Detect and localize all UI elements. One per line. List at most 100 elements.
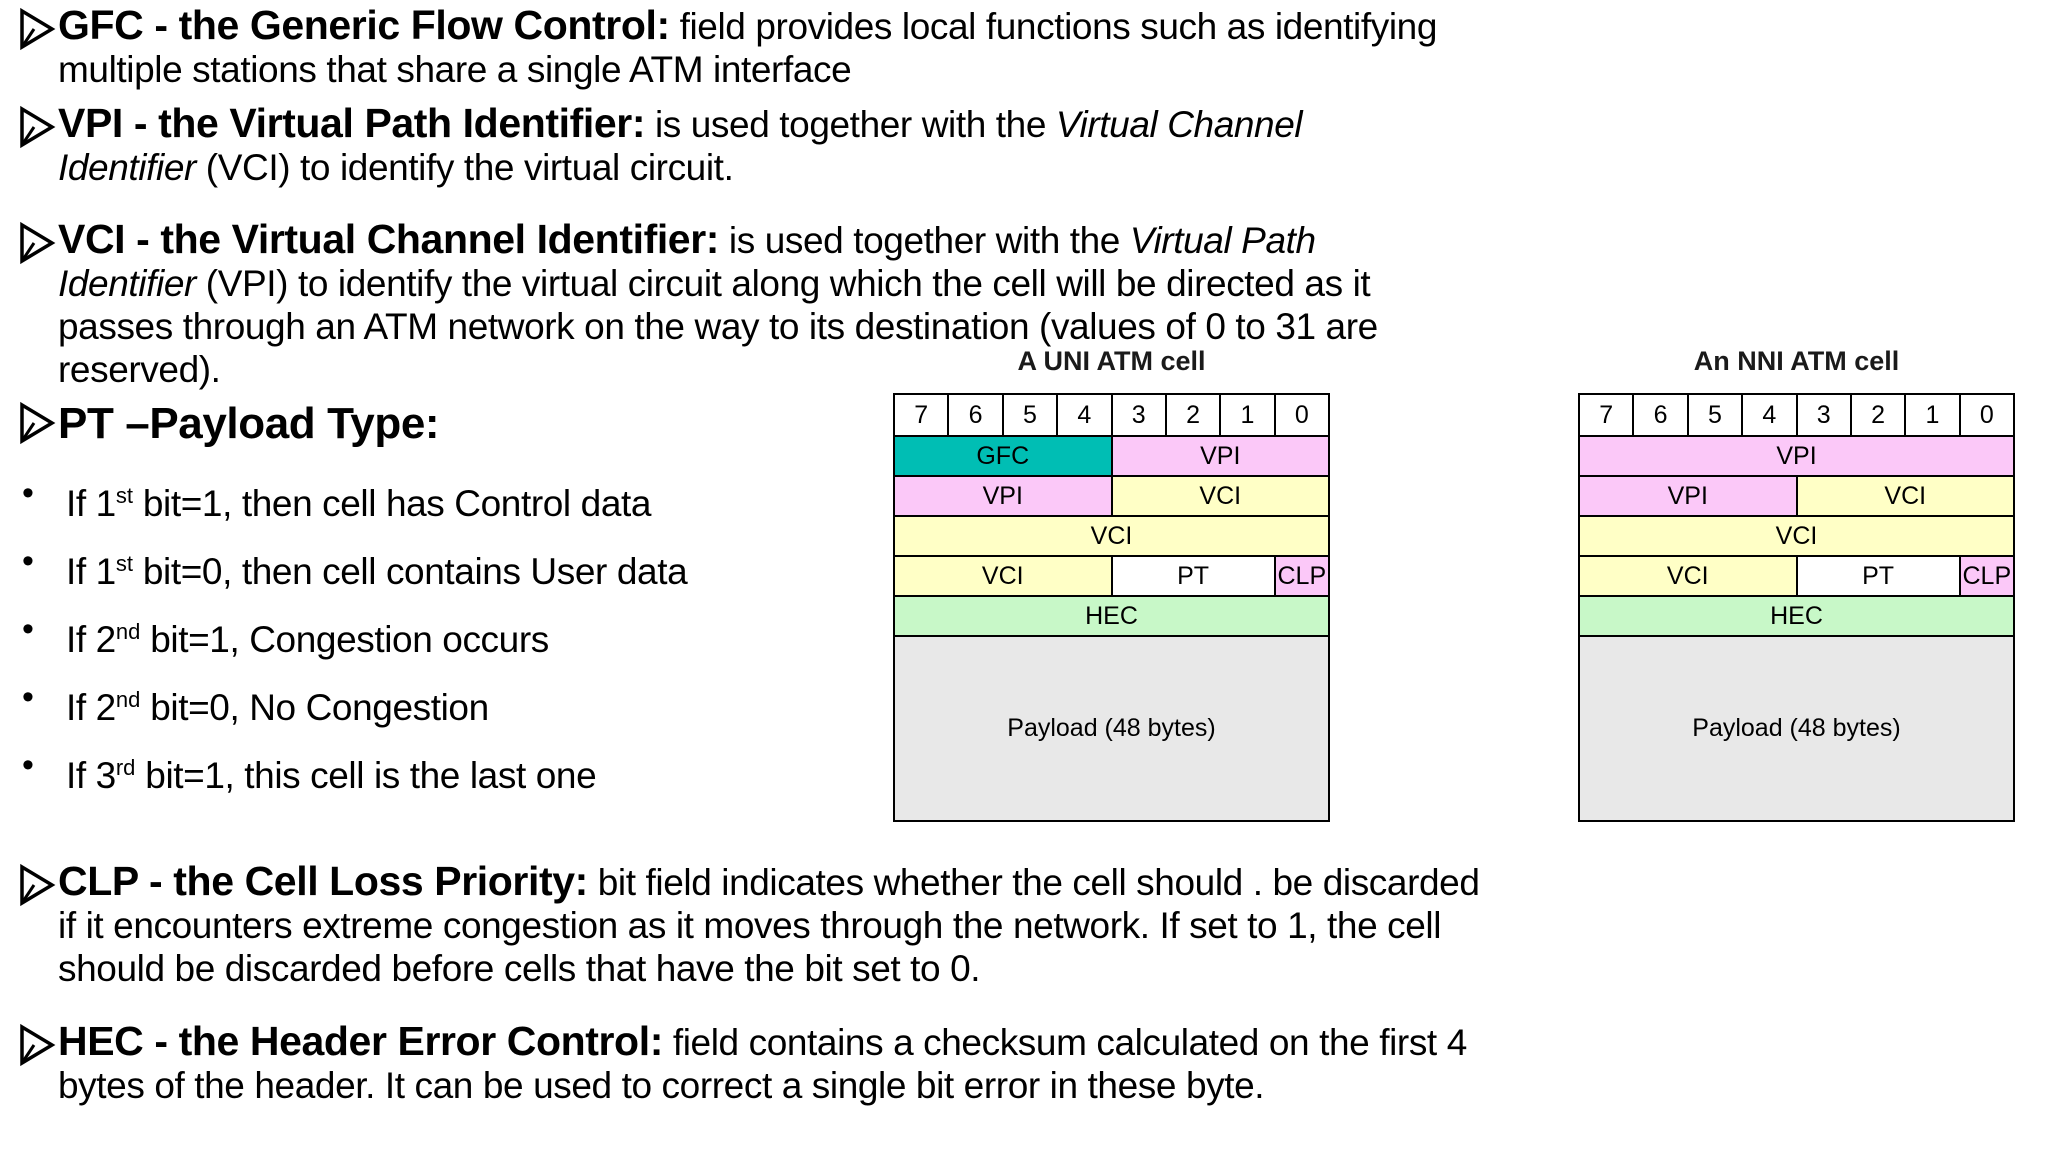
text-segment: bit field indicates whether the cell sho… bbox=[587, 862, 1480, 903]
field-cell: VPI bbox=[1578, 435, 2015, 477]
bullet-clp: CLP - the Cell Loss Priority: bit field … bbox=[18, 860, 1480, 990]
text-segment: (VCI) to identify the virtual circuit. bbox=[195, 147, 734, 188]
dot-bullet-icon: • bbox=[22, 746, 34, 784]
bullet-hec: HEC - the Header Error Control: field co… bbox=[18, 1020, 1467, 1107]
field-cell: PT bbox=[1795, 555, 1961, 597]
text-segment: if it encounters extreme congestion as i… bbox=[58, 905, 1442, 946]
text-line: VCI - the Virtual Channel Identifier: is… bbox=[58, 218, 1378, 262]
ordinal-superscript: rd bbox=[115, 755, 136, 780]
field-cell: HEC bbox=[1578, 595, 2015, 637]
text-segment: GFC - the Generic Flow Control: bbox=[58, 2, 670, 48]
bit-number-cell: 4 bbox=[1056, 393, 1113, 437]
field-row: VPI bbox=[1578, 435, 2015, 477]
ordinal-superscript: st bbox=[115, 483, 133, 508]
dot-bullet-icon: • bbox=[22, 542, 34, 580]
text-segment: If 2 bbox=[66, 687, 116, 728]
text-segment: multiple stations that share a single AT… bbox=[58, 49, 852, 90]
text-segment: bytes of the header. It can be used to c… bbox=[58, 1065, 1265, 1106]
text-segment: Virtual Channel bbox=[1055, 104, 1303, 145]
arrow-bullet-icon bbox=[18, 7, 58, 56]
text-segment: VPI - the Virtual Path Identifier: bbox=[58, 100, 646, 146]
field-cell: VCI bbox=[893, 515, 1330, 557]
text-line: Identifier (VCI) to identify the virtual… bbox=[58, 146, 1302, 189]
paragraph-lines: VCI - the Virtual Channel Identifier: is… bbox=[58, 218, 1378, 391]
field-cell: VPI bbox=[893, 475, 1113, 517]
field-cell: VCI bbox=[1578, 555, 1798, 597]
field-cell: HEC bbox=[893, 595, 1330, 637]
ordinal-superscript: nd bbox=[115, 619, 141, 644]
bit-number-cell: 3 bbox=[1110, 393, 1167, 437]
pt-list-item: • If 2nd bit=1, Congestion occurs bbox=[20, 610, 687, 678]
text-segment: bit=1, Congestion occurs bbox=[140, 619, 549, 660]
text-line: VPI - the Virtual Path Identifier: is us… bbox=[58, 100, 1303, 146]
text-segment: reserved). bbox=[58, 349, 221, 390]
diagram-title: An NNI ATM cell bbox=[1693, 346, 1900, 376]
field-cell: CLP bbox=[1273, 555, 1331, 597]
field-row: Payload (48 bytes) bbox=[1578, 635, 2015, 822]
bullet-vci: VCI - the Virtual Channel Identifier: is… bbox=[18, 218, 1378, 391]
text-line: reserved). bbox=[58, 348, 1378, 391]
diagram-title: A UNI ATM cell bbox=[1017, 346, 1206, 376]
arrow-bullet-icon bbox=[18, 863, 58, 912]
text-segment: If 2 bbox=[66, 619, 116, 660]
text-segment: field contains a checksum calculated on … bbox=[662, 1022, 1467, 1063]
bullet-pt-heading: PT –Payload Type: bbox=[18, 398, 440, 452]
field-cell: VCI bbox=[1110, 475, 1330, 517]
text-line: Identifier (VPI) to identify the virtual… bbox=[58, 262, 1378, 305]
pt-list-item: •If 3rd bit=1, this cell is the last one bbox=[20, 746, 687, 814]
text-segment: HEC - the Header Error Control: bbox=[58, 1018, 663, 1064]
text-line: multiple stations that share a single AT… bbox=[58, 48, 1437, 91]
text-segment: If 1 bbox=[66, 483, 116, 524]
arrow-bullet-icon bbox=[18, 221, 58, 270]
text-segment: bit=1, then cell has Control data bbox=[132, 483, 652, 524]
pt-bullet-list: •If 1st bit=1, then cell has Control dat… bbox=[20, 474, 688, 814]
text-segment: is used together with the bbox=[645, 104, 1056, 145]
bit-number-cell: 1 bbox=[1904, 393, 1961, 437]
text-segment: If 1 bbox=[66, 551, 116, 592]
field-cell: CLP bbox=[1958, 555, 2016, 597]
text-segment: Identifier bbox=[58, 263, 196, 304]
dot-bullet-icon: • bbox=[22, 678, 34, 716]
pt-list-item: •If 2nd bit=0, No Congestion bbox=[20, 678, 687, 746]
field-cell: VPI bbox=[1578, 475, 1798, 517]
bit-number-cell: 2 bbox=[1164, 393, 1222, 437]
field-cell: VPI bbox=[1110, 435, 1330, 477]
bit-number-cell: 0 bbox=[1273, 393, 1331, 437]
text-segment: CLP - the Cell Loss Priority: bbox=[58, 858, 588, 904]
bullet-gfc: GFC - the Generic Flow Control: field pr… bbox=[18, 4, 1437, 91]
text-line: CLP - the Cell Loss Priority: bit field … bbox=[58, 860, 1480, 904]
dot-bullet-icon: • bbox=[22, 474, 34, 512]
field-cell: PT bbox=[1110, 555, 1276, 597]
bit-number-cell: 3 bbox=[1795, 393, 1852, 437]
text-segment: VCI - the Virtual Channel Identifier: bbox=[58, 216, 720, 262]
text-line: HEC - the Header Error Control: field co… bbox=[58, 1020, 1467, 1064]
paragraph-lines: HEC - the Header Error Control: field co… bbox=[58, 1020, 1467, 1107]
text-line: should be discarded before cells that ha… bbox=[58, 947, 1480, 990]
arrow-bullet-icon bbox=[18, 105, 58, 154]
text-segment: Identifier bbox=[58, 147, 196, 188]
text-line: PT –Payload Type: bbox=[58, 398, 440, 452]
bit-number-cell: 7 bbox=[1577, 393, 1635, 437]
bit-number-cell: 6 bbox=[1632, 393, 1689, 437]
field-row: VCI bbox=[1578, 515, 2015, 557]
bit-number-cell: 5 bbox=[1001, 393, 1059, 437]
bullet-vpi: VPI - the Virtual Path Identifier: is us… bbox=[18, 100, 1303, 189]
bit-number-cell: 7 bbox=[892, 393, 950, 437]
field-row: Payload (48 bytes) bbox=[893, 635, 1330, 822]
text-line: passes through an ATM network on the way… bbox=[58, 305, 1378, 348]
bit-number-cell: 6 bbox=[947, 393, 1004, 437]
ordinal-superscript: nd bbox=[115, 687, 141, 712]
pt-list-item: •If 1st bit=0, then cell contains User d… bbox=[20, 542, 688, 610]
dot-bullet-icon: • bbox=[22, 610, 34, 648]
bit-number-cell: 2 bbox=[1849, 393, 1907, 437]
